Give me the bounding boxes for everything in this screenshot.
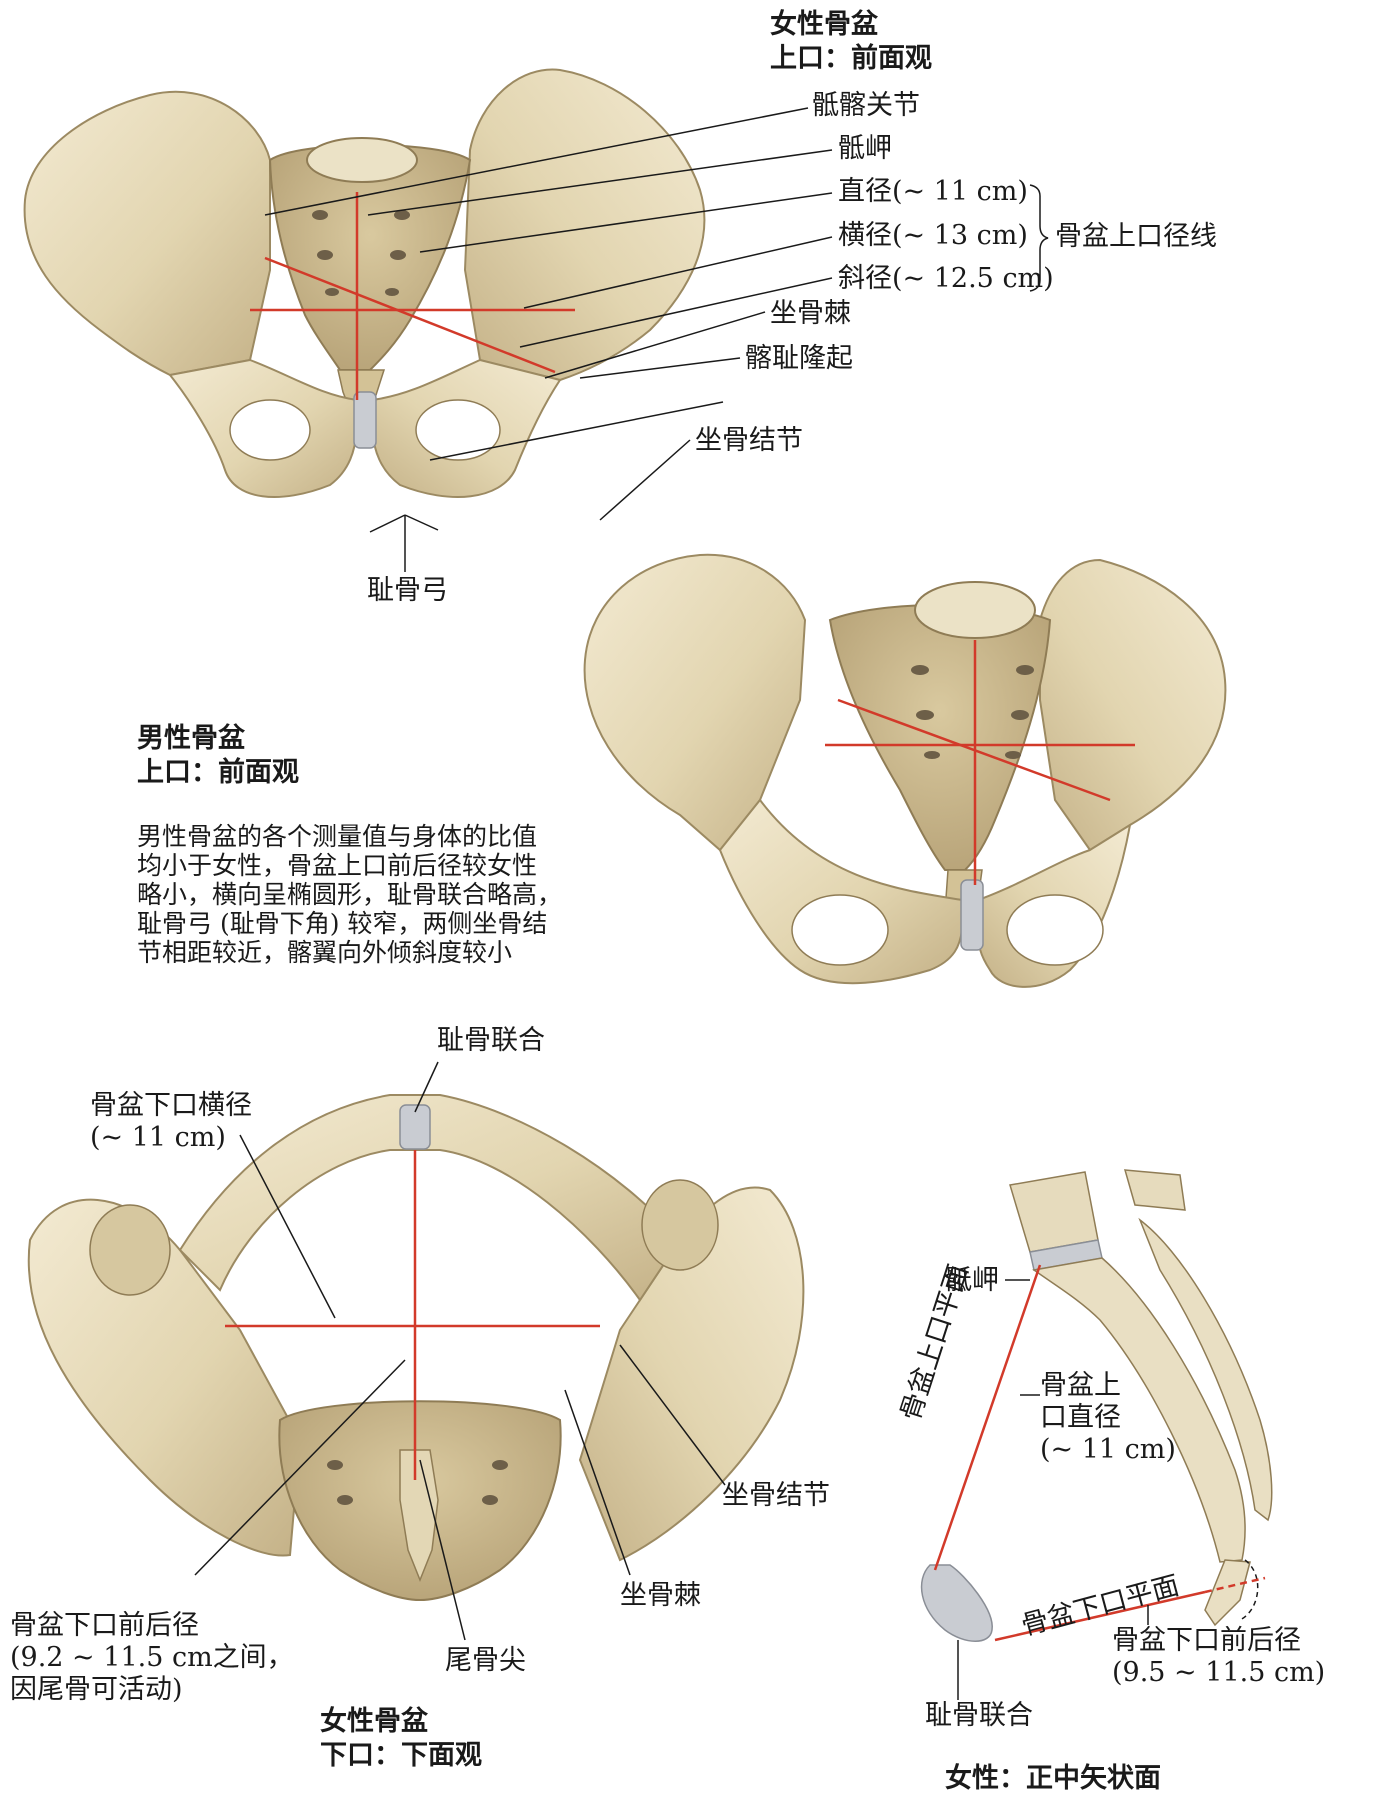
- male-inlet-measurement-lines: [825, 640, 1135, 885]
- label-sagittal-inlet-conjugate-line1: 骨盆上: [1040, 1370, 1121, 1401]
- label-outlet-ap-line2: (9.2 ~ 11.5 cm之间，: [10, 1642, 294, 1673]
- label-outlet-transverse-line2: (~ 11 cm): [90, 1122, 226, 1153]
- sagittal-sacral-crest: [1138, 1217, 1273, 1522]
- outlet-right-acetabulum: [641, 1179, 719, 1271]
- male-left-pubis: [718, 798, 963, 985]
- label-inlet-diameters-group: 骨盆上口径线: [1055, 221, 1217, 252]
- label-inlet-conjugate: 直径(~ 11 cm): [838, 176, 1028, 207]
- male-left-obturator-foramen: [791, 894, 889, 966]
- male-left-ilium: [583, 553, 807, 852]
- male-description-line: 耻骨弓 (耻骨下角) 较窄，两侧坐骨结: [137, 909, 548, 938]
- sacral-foramina: [312, 210, 410, 296]
- label-sacroiliac-joint: 骶髂关节: [812, 90, 920, 121]
- label-coccyx-tip: 尾骨尖: [445, 1645, 526, 1676]
- sagittal-l5-process: [1123, 1169, 1186, 1211]
- outlet-left-ilium: [27, 1198, 302, 1557]
- pubic-symphysis-cartilage: [353, 391, 377, 449]
- male-right-ilium: [1039, 558, 1227, 852]
- sagittal-inlet-conjugate-line: [933, 1264, 1042, 1571]
- inlet-measurement-lines: [250, 192, 575, 400]
- female-inlet-title-line2: 上口：前面观: [770, 43, 932, 74]
- sagittal-measurement-lines: [933, 1264, 1266, 1642]
- male-description-line: 略小，横向呈椭圆形，耻骨联合略高，: [137, 880, 563, 909]
- right-ilium: [463, 68, 706, 382]
- inlet-oblique-line: [264, 256, 556, 374]
- male-pubic-symphysis: [960, 879, 984, 951]
- male-description-line: 节相距较近，髂翼向外倾斜度较小: [137, 938, 513, 967]
- male-description-line: 均小于女性，骨盆上口前后径较女性: [137, 851, 538, 880]
- label-pubic-arch: 耻骨弓: [367, 575, 448, 606]
- sagittal-outlet-dash: [1204, 1576, 1266, 1594]
- male-inlet-title-line1: 男性骨盆: [137, 723, 245, 754]
- label-outlet-ap-line3: 因尾骨可活动): [10, 1674, 183, 1705]
- label-inlet-transverse: 横径(~ 13 cm): [838, 220, 1028, 251]
- right-obturator-foramen: [415, 399, 501, 461]
- male-right-obturator-foramen: [1006, 894, 1104, 966]
- sagittal-outlet-ap-line: [994, 1590, 1206, 1642]
- male-oblique-line: [837, 698, 1111, 802]
- sagittal-pubic-symphysis: [920, 1564, 993, 1642]
- label-outlet-transverse: 骨盆下口横径 (~ 11 cm): [90, 1090, 252, 1154]
- label-outlet-pubic-symphysis: 耻骨联合: [437, 1025, 545, 1056]
- sagittal-section-figure: [920, 1169, 1273, 1700]
- label-ischial-spine: 坐骨棘: [770, 298, 851, 329]
- label-ischial-tuberosity: 坐骨结节: [695, 425, 803, 456]
- label-sagittal-inlet-conjugate-line2: 口直径: [1040, 1402, 1121, 1433]
- sagittal-title: 女性：正中矢状面: [945, 1763, 1161, 1794]
- label-sagittal-outlet-ap-line1: 骨盆下口前后径: [1112, 1625, 1301, 1656]
- label-sagittal-outlet-ap: 骨盆下口前后径 (9.5 ~ 11.5 cm): [1112, 1625, 1325, 1689]
- outlet-coccyx: [399, 1449, 439, 1583]
- male-sacral-disc: [914, 581, 1036, 639]
- outlet-left-acetabulum: [89, 1204, 171, 1296]
- label-sagittal-inlet-conjugate-line3: (~ 11 cm): [1040, 1434, 1176, 1465]
- female-pelvis-outlet-figure: [27, 1061, 805, 1641]
- label-sagittal-pubic-symphysis: 耻骨联合: [925, 1700, 1033, 1731]
- label-outlet-transverse-line1: 骨盆下口横径: [90, 1090, 252, 1121]
- label-sagittal-outlet-ap-line2: (9.5 ~ 11.5 cm): [1112, 1657, 1326, 1688]
- female-outlet-title-line1: 女性骨盆: [320, 1706, 428, 1737]
- female-inlet-title: 女性骨盆 上口：前面观: [770, 8, 932, 76]
- female-pelvis-inlet-figure: [23, 68, 1049, 572]
- outlet-leader-lines: [194, 1061, 726, 1641]
- label-sagittal-promontory: 骶岬: [945, 1265, 999, 1296]
- male-description: 男性骨盆的各个测量值与身体的比值 均小于女性，骨盆上口前后径较女性 略小，横向呈…: [137, 822, 562, 967]
- male-sacral-foramina: [911, 665, 1034, 759]
- inlet-leader-lines: [264, 107, 1049, 572]
- outlet-pubic-symphysis: [399, 1104, 431, 1150]
- label-iliopubic-eminence: 髂耻隆起: [745, 343, 853, 374]
- label-promontory: 骶岬: [838, 133, 892, 164]
- label-outlet-ischial-spine: 坐骨棘: [620, 1580, 701, 1611]
- sagittal-leader-lines: [957, 1279, 1149, 1700]
- left-ilium: [23, 90, 271, 377]
- female-inlet-title-line1: 女性骨盆: [770, 9, 878, 40]
- label-inlet-oblique: 斜径(~ 12.5 cm): [838, 263, 1054, 294]
- female-outlet-title-line2: 下口：下面观: [320, 1740, 482, 1771]
- sagittal-coccyx: [1204, 1559, 1251, 1627]
- sacrum: [268, 144, 472, 371]
- male-inlet-title-line2: 上口：前面观: [137, 757, 299, 788]
- outlet-measurement-lines: [225, 1150, 600, 1480]
- label-sagittal-inlet-conjugate: 骨盆上 口直径 (~ 11 cm): [1040, 1370, 1176, 1466]
- outlet-sacral-foramina: [327, 1460, 508, 1505]
- sacral-promontory-disc: [306, 137, 418, 183]
- label-outlet-ap: 骨盆下口前后径 (9.2 ~ 11.5 cm之间， 因尾骨可活动): [10, 1610, 294, 1706]
- male-description-line: 男性骨盆的各个测量值与身体的比值: [137, 822, 538, 851]
- female-outlet-title: 女性骨盆 下口：下面观: [320, 1705, 482, 1773]
- left-obturator-foramen: [229, 399, 311, 461]
- label-outlet-ischial-tuberosity: 坐骨结节: [722, 1480, 830, 1511]
- male-inlet-title: 男性骨盆 上口：前面观: [137, 722, 299, 790]
- male-pelvis-inlet-figure: [583, 553, 1227, 988]
- sagittal-coccyx-range: [1239, 1559, 1259, 1621]
- label-outlet-ap-line1: 骨盆下口前后径: [10, 1610, 199, 1641]
- sagittal-l5-vertebra: [1009, 1171, 1099, 1253]
